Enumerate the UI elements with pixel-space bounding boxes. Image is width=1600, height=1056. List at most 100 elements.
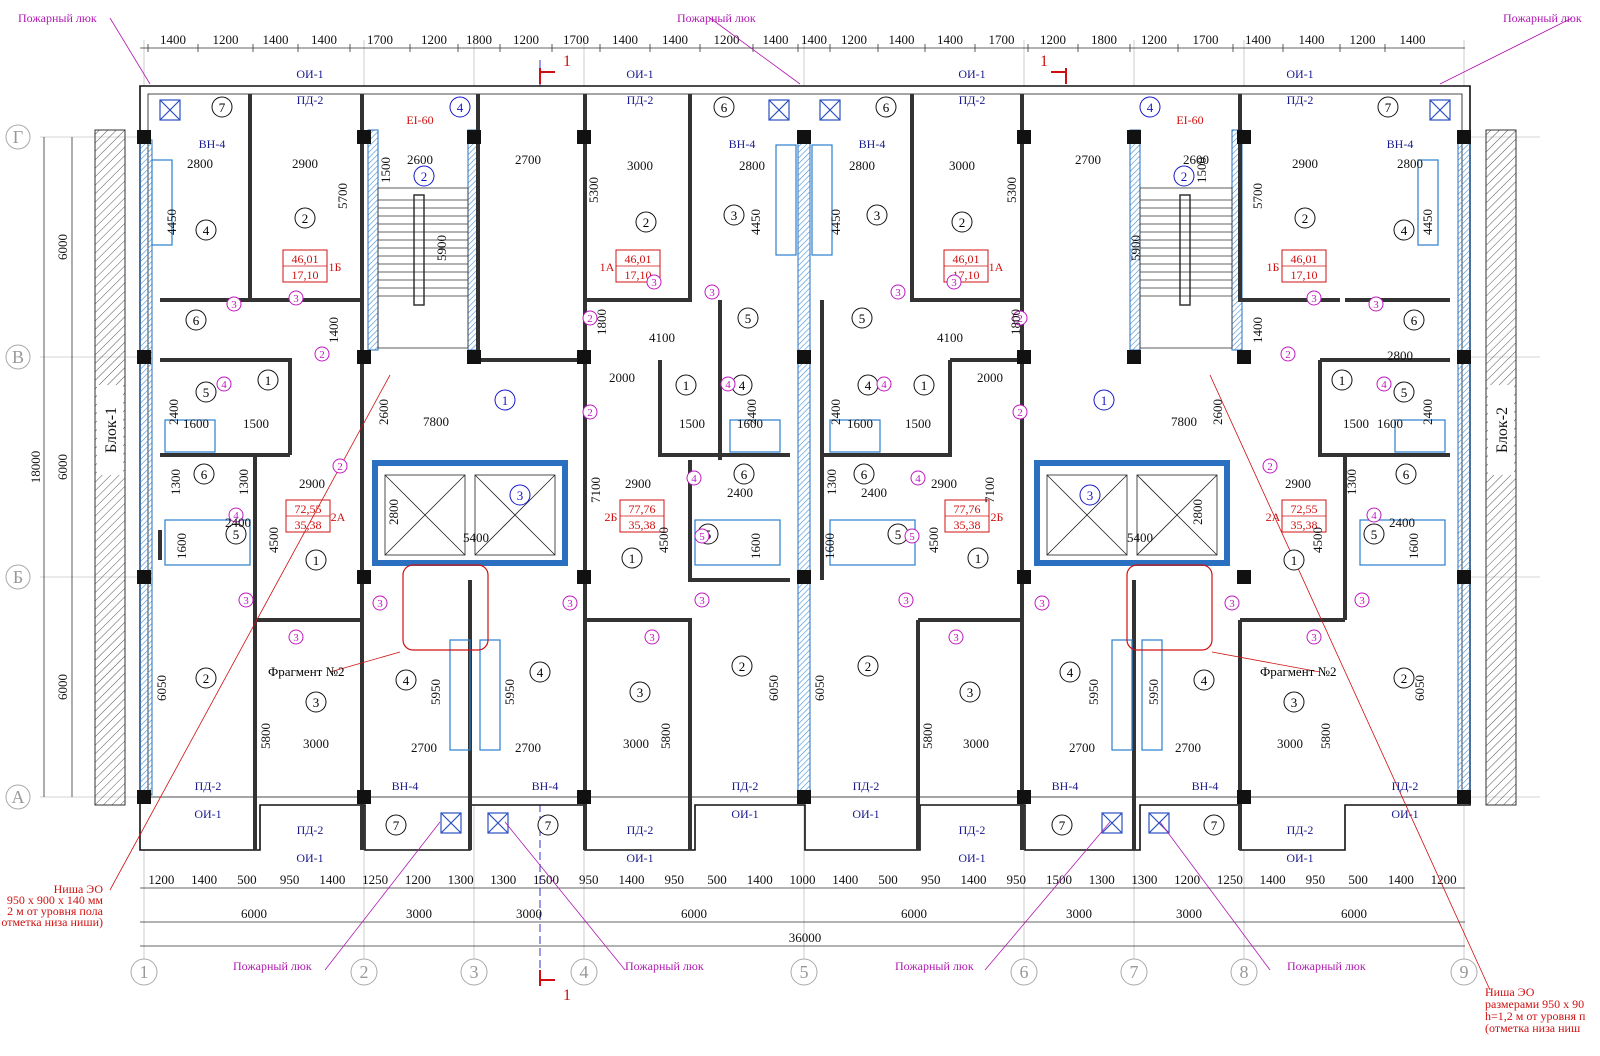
inner-dim: 1500 <box>378 157 393 183</box>
apartment-type: 1А <box>989 260 1004 274</box>
bottom-dim: 1400 <box>1388 872 1414 887</box>
inner-dim: 2000 <box>977 370 1003 385</box>
section-markers <box>539 68 1067 986</box>
inner-dim: 4100 <box>937 330 963 345</box>
inner-dim: 5900 <box>434 235 449 261</box>
door-label-vn: ВН-4 <box>1192 779 1219 793</box>
room-number: 5 <box>203 385 210 400</box>
room-number: 3 <box>1311 632 1317 644</box>
row-axis-a: А <box>12 787 25 807</box>
top-dim: 1400 <box>160 32 186 47</box>
room-number: 1 <box>683 378 690 393</box>
room-number: 2 <box>1017 407 1023 419</box>
svg-text:2 м от уровня пола: 2 м от уровня пола <box>7 904 104 918</box>
bottom-dim: 1000 <box>790 872 816 887</box>
door-label-vn: ВН-4 <box>392 779 419 793</box>
column-axis-8: 8 <box>1240 962 1249 982</box>
bottom-dim: 1250 <box>362 872 388 887</box>
stair-right <box>1139 187 1233 349</box>
inner-dim: 2800 <box>849 158 875 173</box>
inner-dim: 2900 <box>931 476 957 491</box>
inner-dim: 1600 <box>737 416 763 431</box>
inner-dim: 5300 <box>1004 177 1019 203</box>
inner-dim: 2800 <box>1397 156 1423 171</box>
inner-dim: 2900 <box>299 476 325 491</box>
top-dim: 1200 <box>841 32 867 47</box>
apartment-area-total: 46,01 <box>1291 252 1318 266</box>
top-dim: 1200 <box>421 32 447 47</box>
room-number: 3 <box>731 208 738 223</box>
room-number: 3 <box>699 595 705 607</box>
fire-hatch-boxes <box>159 99 1451 834</box>
bottom-dim: 1400 <box>619 872 645 887</box>
apartment-type: 2Б <box>991 510 1004 524</box>
room-number: 2 <box>739 659 746 674</box>
inner-dim: 6050 <box>812 675 827 701</box>
room-number: 3 <box>953 632 959 644</box>
door-label-pd: ПД-2 <box>732 779 759 793</box>
apartment-area-total: 72,55 <box>1291 502 1318 516</box>
top-dim: 1400 <box>263 32 289 47</box>
apartment-type: 1А <box>600 260 615 274</box>
inner-dim: 5300 <box>586 177 601 203</box>
svg-text:размерами 950 х 90: размерами 950 х 90 <box>1485 997 1584 1011</box>
room-number: 3 <box>637 685 644 700</box>
inner-dim: 1600 <box>822 533 837 559</box>
top-dim: 1200 <box>513 32 539 47</box>
inner-dim: 4450 <box>164 209 179 235</box>
room-number: 3 <box>874 208 881 223</box>
room-number: 1 <box>265 373 272 388</box>
bottom-dim: 1400 <box>1260 872 1286 887</box>
svg-text:950 х 900 х 140 мм: 950 х 900 х 140 мм <box>7 893 104 907</box>
apartment-area-total: 77,76 <box>954 502 981 516</box>
fire-hatch-label-1: Пожарный люк <box>18 11 97 25</box>
room-number: 1 <box>629 551 636 566</box>
room-number: 4 <box>691 473 697 485</box>
room-number: 2 <box>1285 349 1291 361</box>
inner-dim: 5800 <box>258 723 273 749</box>
room-number: 6 <box>193 313 200 328</box>
bottom-mid-dim: 6000 <box>901 906 927 921</box>
inner-dim: 3000 <box>963 736 989 751</box>
inner-dim: 2800 <box>1387 348 1413 363</box>
room-number: 2 <box>587 313 593 325</box>
inner-dim: 7800 <box>423 414 449 429</box>
bottom-dim: 950 <box>1006 872 1026 887</box>
bottom-dim: 1500 <box>533 872 559 887</box>
door-label-pd: ПД-2 <box>195 779 222 793</box>
room-number: 2 <box>1017 313 1023 325</box>
room-number: 2 <box>319 349 325 361</box>
room-number: 6 <box>1403 467 1410 482</box>
room-number: 5 <box>1401 385 1408 400</box>
bottom-dim: 1400 <box>319 872 345 887</box>
apartment-area-total: 46,01 <box>625 252 652 266</box>
room-number: 4 <box>457 100 464 115</box>
bottom-dim: 1200 <box>1431 872 1457 887</box>
room-number: 5 <box>895 527 902 542</box>
apartment-area-total: 77,76 <box>629 502 656 516</box>
room-number: 2 <box>1267 461 1273 473</box>
room-number: 3 <box>293 293 299 305</box>
door-label-pd: ПД-2 <box>627 93 654 107</box>
door-label-pd: ПД-2 <box>853 779 880 793</box>
top-dim: 1200 <box>1040 32 1066 47</box>
inner-dim: 1600 <box>174 533 189 559</box>
bottom-dim: 950 <box>665 872 685 887</box>
inner-dim: 1600 <box>847 416 873 431</box>
left-total-dim: 18000 <box>28 451 43 484</box>
room-number: 2 <box>203 671 210 686</box>
inner-dim: 2700 <box>1175 740 1201 755</box>
apartment-type: 1Б <box>1267 260 1280 274</box>
room-number: 4 <box>1067 665 1074 680</box>
inner-dim: 1800 <box>594 309 609 335</box>
inner-dim: 2700 <box>515 152 541 167</box>
column-axis-4: 4 <box>580 962 589 982</box>
room-number: 7 <box>1059 818 1066 833</box>
door-label-pd: ПД-2 <box>297 93 324 107</box>
fire-hatch-label-5: Пожарный люк <box>625 959 704 973</box>
inner-dim: 2400 <box>166 399 181 425</box>
fire-hatch-label-6: Пожарный люк <box>895 959 974 973</box>
bottom-dim: 500 <box>878 872 898 887</box>
